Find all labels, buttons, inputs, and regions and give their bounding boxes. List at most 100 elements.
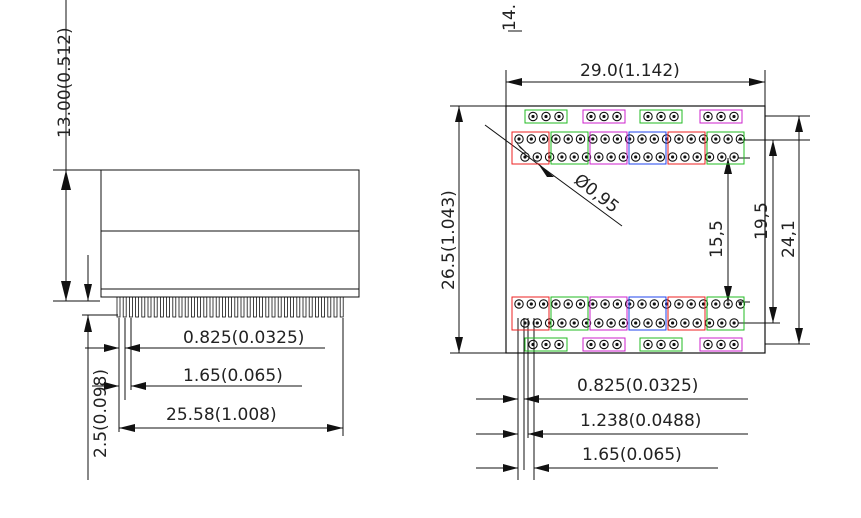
pin-pad-lower-b-hole bbox=[597, 321, 601, 325]
pin-row-frame-upper bbox=[667, 131, 706, 165]
top-pitch2-arrow-right bbox=[534, 464, 549, 472]
pin-pad-upper-a-hole bbox=[529, 137, 533, 141]
side-pin bbox=[203, 296, 208, 318]
signal-pad-top bbox=[554, 111, 564, 122]
pin-row-frame-lower bbox=[667, 296, 706, 331]
gap-mid-arrow-bottom bbox=[769, 307, 777, 323]
pin-pad-lower-b-hole bbox=[683, 321, 687, 325]
pin-pad-upper-b bbox=[569, 152, 579, 162]
top-pitch-arrow-right bbox=[524, 395, 539, 403]
gap-mid-arrow-top bbox=[769, 140, 777, 156]
pin-pad-upper-a bbox=[735, 134, 746, 144]
pin-pad-upper-a bbox=[649, 134, 660, 144]
pin-pad-lower-b-hole bbox=[720, 321, 724, 325]
signal-pad-top-hole bbox=[531, 114, 535, 119]
pin-row-frame-lower bbox=[706, 296, 745, 331]
signal-pad-top bbox=[669, 111, 679, 122]
board-outline bbox=[505, 105, 766, 354]
signal-pad-bottom-hole bbox=[659, 342, 663, 347]
pin-row-frame-lower bbox=[628, 296, 667, 331]
pin-pad-lower-a-hole bbox=[738, 302, 743, 306]
signal-pad-bottom-hole bbox=[557, 342, 561, 347]
pin-pad-upper-a bbox=[674, 134, 684, 144]
side-pin bbox=[197, 296, 202, 318]
board-width-arrow-right bbox=[749, 78, 765, 86]
signal-pad-bottom-hole bbox=[544, 342, 548, 347]
pin-row-frame-upper bbox=[511, 131, 550, 165]
side-pin bbox=[302, 296, 307, 318]
pin-pad-upper-a-hole bbox=[542, 137, 546, 141]
side-pin bbox=[277, 296, 282, 318]
pin-pad-lower-b bbox=[729, 318, 739, 328]
dim-standoff-label: 2.5(0.098) bbox=[91, 369, 111, 458]
pin-row-frame-upper bbox=[628, 131, 667, 165]
pin-pad-lower-a-hole bbox=[578, 302, 583, 306]
pin-pad-lower-b-hole bbox=[646, 321, 650, 325]
side-pin bbox=[321, 296, 326, 318]
pin-pad-lower-a bbox=[637, 299, 647, 309]
signal-pad-bottom-hole bbox=[646, 342, 650, 347]
pin-pad-upper-a-hole bbox=[652, 137, 656, 141]
pin-pad-lower-b-hole bbox=[584, 321, 589, 325]
side-pin bbox=[153, 296, 158, 318]
dim-width-label: 25.58(1.008) bbox=[166, 405, 277, 425]
side-pin bbox=[259, 296, 264, 318]
pin-pad-lower-a-hole bbox=[714, 302, 718, 306]
side-pin bbox=[135, 296, 140, 318]
pin-pad-upper-a-hole bbox=[738, 137, 743, 141]
pin-pad-lower-b bbox=[581, 318, 592, 328]
side-pin bbox=[178, 296, 183, 318]
top-pitch-arrow-left bbox=[503, 395, 518, 403]
signal-pad-top-hole bbox=[602, 114, 606, 119]
pin-pad-lower-b-hole bbox=[523, 321, 527, 325]
pin-pad-lower-a bbox=[563, 299, 573, 309]
pitch-arrow-left bbox=[104, 344, 119, 352]
pin-pad-upper-b bbox=[655, 152, 666, 162]
pin-pad-upper-a bbox=[723, 134, 733, 144]
width-arrow-left bbox=[119, 424, 135, 432]
signal-pad-bottom bbox=[541, 339, 551, 350]
pin-group-frame-top bbox=[582, 109, 626, 124]
signal-pad-bottom-hole bbox=[706, 342, 710, 347]
pin-pad-lower-a bbox=[686, 299, 696, 309]
signal-pad-bottom bbox=[554, 339, 564, 350]
side-pin bbox=[221, 296, 226, 318]
signal-pad-top-hole bbox=[672, 114, 676, 119]
pin-pad-lower-b-hole bbox=[671, 321, 675, 325]
pin-pad-lower-a-hole bbox=[566, 302, 570, 306]
width-arrow-right bbox=[327, 424, 343, 432]
signal-pad-top bbox=[612, 111, 622, 122]
gap-inner-arrow-bottom bbox=[724, 286, 732, 302]
pin-pad-lower-b bbox=[655, 318, 666, 328]
standoff-arrow-top bbox=[84, 284, 92, 301]
pitch2-arrow-left bbox=[104, 382, 119, 390]
pin-pad-upper-a-hole bbox=[640, 137, 644, 141]
pin-pad-lower-a-hole bbox=[542, 302, 546, 306]
pin-pad-lower-b-hole bbox=[658, 321, 662, 325]
signal-pad-bottom-hole bbox=[732, 342, 736, 347]
top-pitch2-arrow-left bbox=[503, 464, 518, 472]
pin-pad-upper-b bbox=[630, 152, 641, 162]
pin-row-frame-upper bbox=[589, 131, 628, 165]
pin-pad-lower-a bbox=[624, 299, 635, 309]
pitch-arrow-right bbox=[125, 344, 140, 352]
pin-pad-lower-b bbox=[569, 318, 579, 328]
dim-board-height-label: 26.5(1.043) bbox=[439, 190, 459, 290]
pin-pad-lower-b bbox=[557, 318, 567, 328]
pin-pad-upper-a-hole bbox=[677, 137, 681, 141]
pin-row-frame-lower bbox=[589, 296, 628, 331]
dim-pitch2-label: 1.65(0.065) bbox=[183, 366, 283, 386]
pin-pad-lower-a bbox=[526, 299, 537, 309]
pin-pad-lower-a bbox=[514, 299, 524, 309]
pad-field bbox=[511, 109, 746, 352]
pin-pad-lower-b-hole bbox=[535, 321, 539, 325]
pin-pad-upper-b-hole bbox=[646, 155, 650, 159]
signal-pad-top bbox=[528, 111, 538, 122]
signal-pad-top bbox=[643, 111, 653, 122]
pin-group-frame-bottom bbox=[639, 337, 683, 352]
hole-leader-line bbox=[484, 124, 623, 227]
board-width-arrow-left bbox=[506, 78, 522, 86]
side-pin bbox=[246, 296, 251, 318]
pin-pad-lower-a-hole bbox=[603, 302, 607, 306]
pin-pad-lower-a-hole bbox=[652, 302, 656, 306]
